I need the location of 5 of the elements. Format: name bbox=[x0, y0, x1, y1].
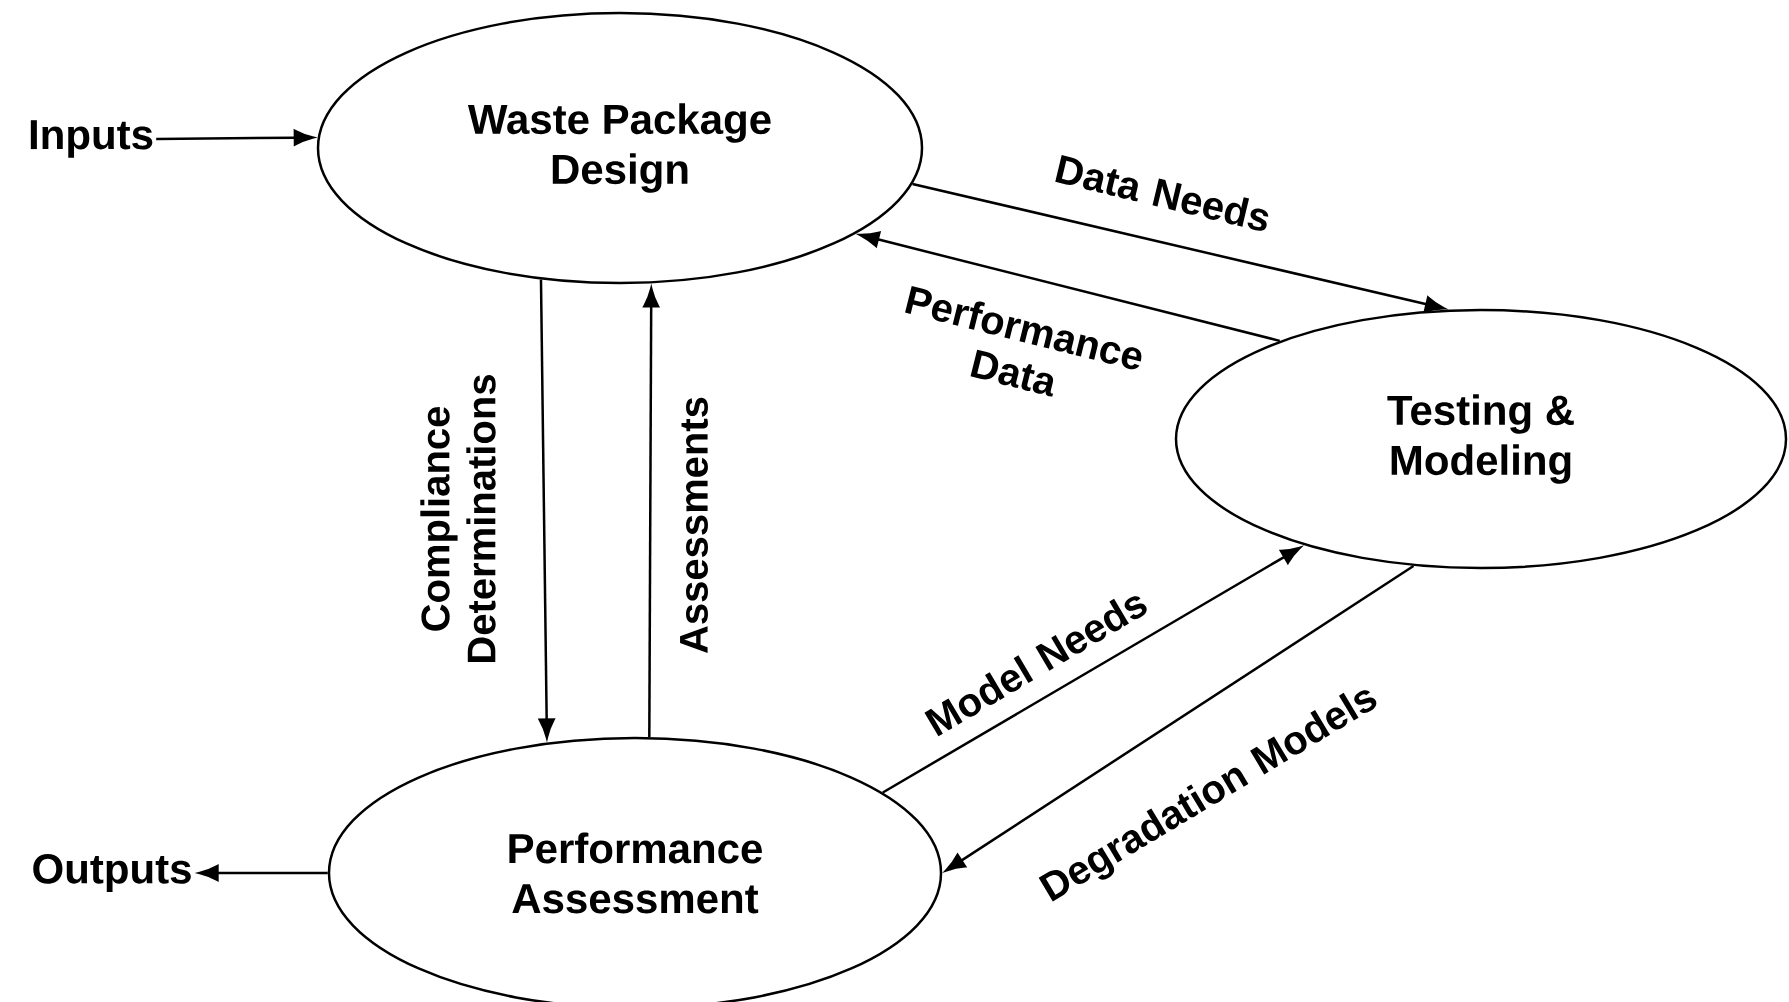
edge-label: Assessments bbox=[680, 397, 708, 653]
node-text: Outputs bbox=[33, 854, 191, 893]
arrow bbox=[198, 864, 328, 882]
node-text: Inputs bbox=[30, 120, 153, 158]
edge-label: Compliance Determinations bbox=[420, 375, 496, 662]
